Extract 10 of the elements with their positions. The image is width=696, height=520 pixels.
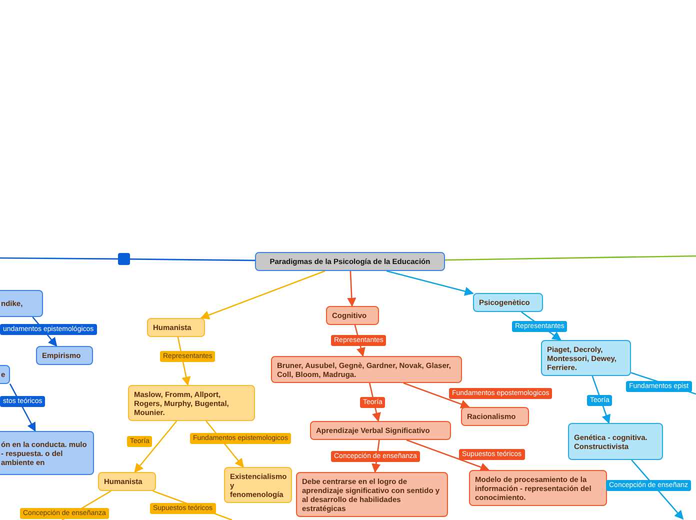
- handle-square: [118, 253, 130, 265]
- connector-line: [403, 382, 470, 408]
- connector-line: [386, 270, 474, 296]
- connector-line: [128, 258, 255, 262]
- connector-line: [347, 270, 356, 307]
- connector-line: [134, 420, 178, 473]
- connector-line: [445, 255, 696, 261]
- connector-line: [0, 257, 118, 260]
- connector-line: [200, 270, 326, 320]
- connector-line: [406, 439, 490, 472]
